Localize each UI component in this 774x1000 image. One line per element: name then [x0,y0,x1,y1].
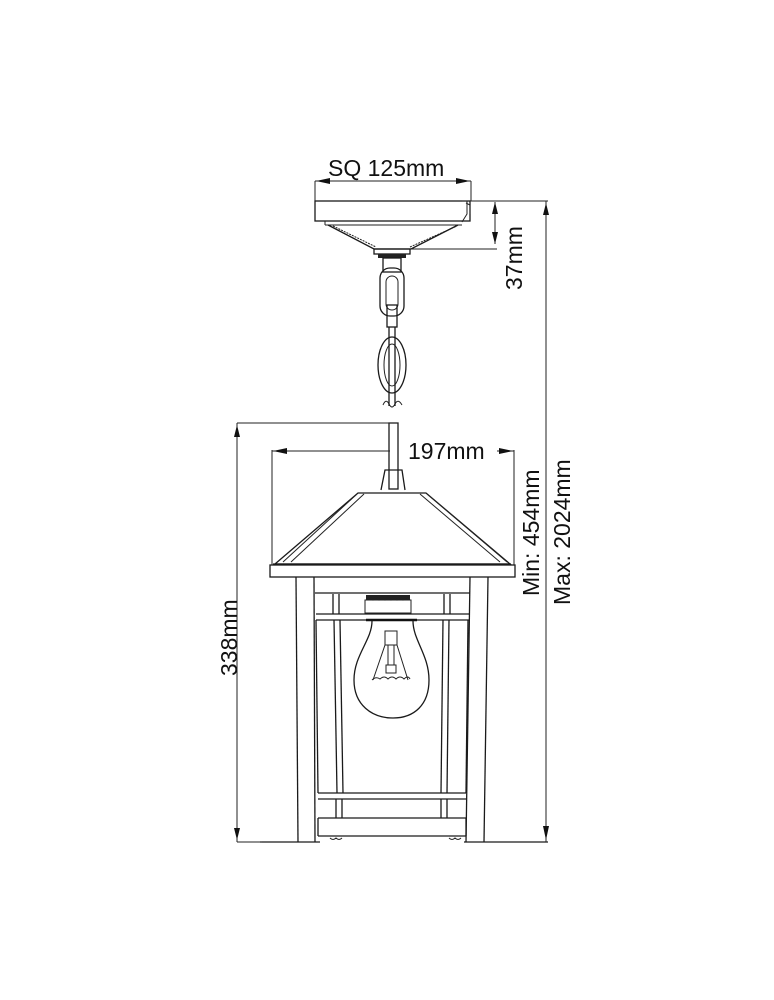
lantern-width-label: 197mm [408,438,485,464]
ceiling-canopy [314,200,471,273]
max-height-label: Max: 2024mm [549,459,575,605]
lantern-height-label: 338mm [216,599,242,676]
min-height-label: Min: 454mm [518,469,544,596]
canopy-width-label: SQ 125mm [328,155,445,181]
dimension-lines [234,178,549,843]
canopy-height-label: 37mm [501,226,527,290]
light-bulb [353,595,430,719]
chain [377,267,407,408]
lantern [260,422,548,843]
